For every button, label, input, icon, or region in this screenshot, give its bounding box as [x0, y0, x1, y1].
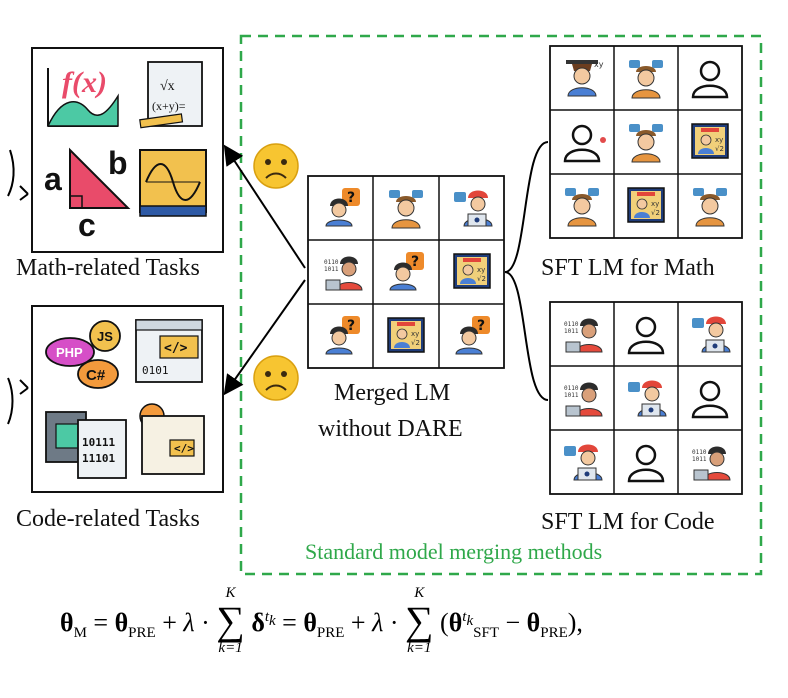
triangle-b: b: [108, 145, 128, 181]
equals-2: =: [282, 607, 297, 637]
equals-1: =: [93, 607, 109, 637]
dot-2: ·: [389, 607, 399, 637]
code-window-icon: [135, 319, 203, 383]
merged-lm-label-line1: Merged LM: [334, 380, 451, 406]
sub-sft: SFT: [473, 625, 499, 642]
paper-sqrt: √x: [160, 79, 175, 94]
math-cell-teacher-board-2: [627, 187, 665, 223]
paper-expr: (x+y)=: [152, 99, 186, 113]
sigma-1: ∑: [216, 598, 245, 643]
code-tasks-label: Code-related Tasks: [16, 506, 200, 532]
function-graph-icon: [46, 68, 119, 127]
left-edge-arc-top: [7, 149, 15, 197]
sum-lower-2: k=1: [407, 640, 432, 656]
equation-paper-icon: [139, 61, 203, 129]
sup-t-2: t: [462, 609, 467, 626]
sum-upper-1: K: [225, 585, 236, 601]
open-paren: (: [440, 607, 449, 637]
theta-pre-1: θ: [114, 607, 129, 637]
sum-upper-2: K: [414, 585, 425, 601]
delta-symbol: δ: [251, 607, 265, 637]
code-tag: </>: [164, 341, 188, 356]
sft-math-label: SFT LM for Math: [541, 255, 715, 281]
sft-math-grid: [549, 45, 743, 239]
languages-icon: [45, 320, 121, 389]
close-paren: ),: [567, 607, 583, 637]
sub-pre-2: PRE: [316, 625, 345, 642]
standard-methods-caption: Standard model merging methods: [305, 539, 603, 564]
sub-m: M: [73, 625, 87, 642]
sft-code-grid: [549, 301, 743, 495]
binary-doc-line1: 10111: [82, 436, 115, 449]
math-tasks-label: Math-related Tasks: [16, 255, 200, 281]
triangle-a: a: [44, 161, 62, 197]
left-edge-arc-bottom: [7, 377, 14, 425]
bracket-to-sft-math: [504, 141, 549, 273]
merged-cell-teacher-board-2: [387, 317, 425, 353]
binary-doc-line2: 11101: [82, 452, 115, 465]
code-tasks-panel: [31, 305, 224, 493]
summation-2: K ∑ k=1: [405, 586, 434, 656]
csharp-label: C#: [86, 367, 106, 384]
sine-board-icon: [139, 149, 207, 217]
confused-emoji-top: [253, 143, 299, 189]
merged-cell-teacher-board: [453, 253, 491, 289]
lambda-1: λ: [183, 607, 195, 637]
sup-k-2: k: [466, 613, 474, 630]
theta-pre-3: θ: [526, 607, 541, 637]
sum-lower-1: k=1: [218, 640, 243, 656]
summation-1: K ∑ k=1: [216, 586, 245, 656]
sup-k-1: k: [268, 613, 276, 630]
triangle-icon: [69, 147, 131, 209]
bracket-to-sft-code: [504, 271, 549, 401]
binary-file-icon: [45, 411, 127, 479]
js-label: JS: [97, 329, 113, 344]
arrow-to-code: [223, 279, 306, 396]
minus-sign: −: [505, 607, 521, 637]
math-tasks-panel: [31, 47, 224, 253]
math-cell-teacher-board: [691, 123, 729, 159]
merged-lm-grid: [307, 175, 505, 369]
plus-2: +: [350, 607, 366, 637]
code-scroll-icon: [139, 403, 205, 475]
dot-1: ·: [201, 607, 210, 637]
arrow-to-math: [223, 144, 306, 269]
sft-code-label: SFT LM for Code: [541, 509, 715, 535]
theta-pre-2: θ: [303, 607, 317, 637]
function-text: f(x): [62, 66, 107, 99]
merging-equation: θM = θPRE + λ · K ∑ k=1 δtk = θPRE + λ ·…: [60, 586, 740, 660]
php-label: PHP: [56, 345, 83, 360]
standard-methods-region: [239, 34, 763, 576]
sigma-2: ∑: [405, 598, 434, 643]
scroll-code-tag: </>: [174, 442, 194, 455]
binary-text: 0101: [142, 364, 169, 377]
lambda-2: λ: [372, 607, 384, 637]
theta-sft: θ: [448, 607, 463, 637]
theta-symbol: θ: [60, 607, 74, 637]
sub-pre-3: PRE: [540, 625, 568, 642]
cursor-dot: [600, 137, 606, 143]
sub-pre-1: PRE: [128, 625, 156, 642]
sup-t-1: t: [264, 609, 269, 626]
merged-lm-label-line2: without DARE: [318, 416, 463, 442]
triangle-c: c: [78, 207, 96, 243]
confused-emoji-bottom: [253, 355, 299, 401]
plus-1: +: [162, 607, 177, 637]
